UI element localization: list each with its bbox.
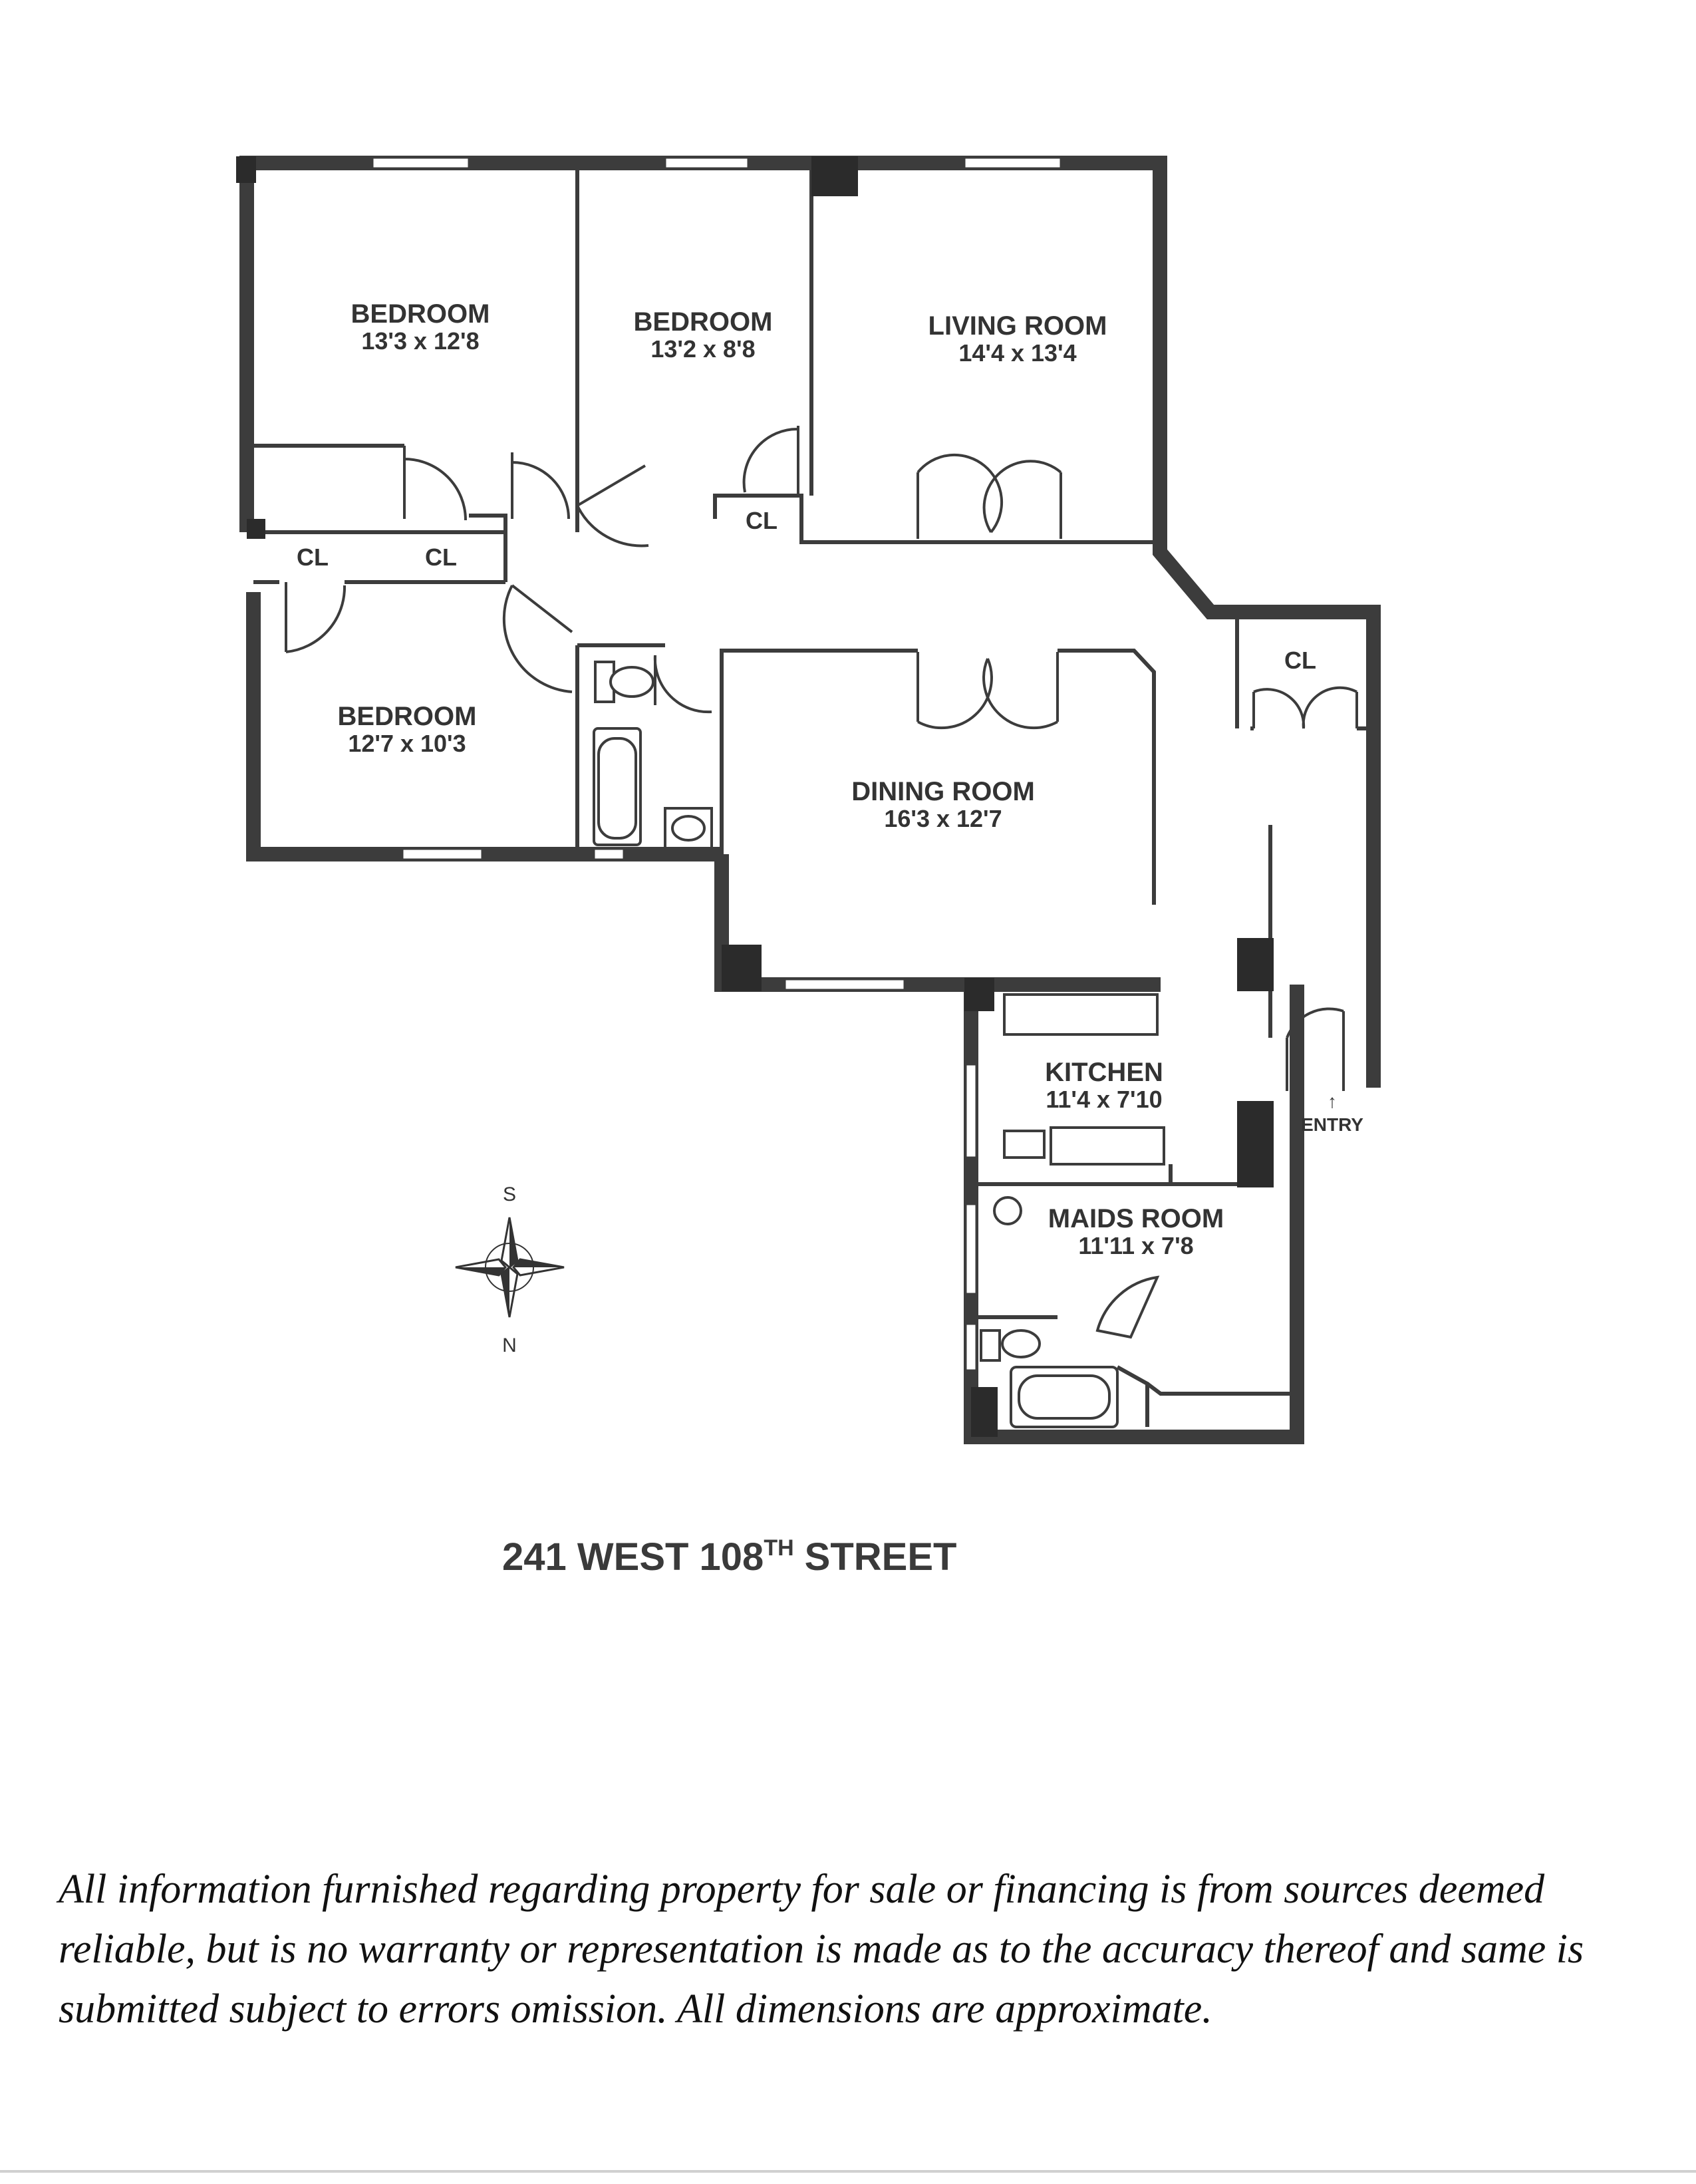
maids-toilet-icon — [980, 1329, 1001, 1362]
kitchen-counter — [1003, 993, 1159, 1036]
living-room-dims: 14'4 x 13'4 — [958, 339, 1076, 367]
address-number-street: 241 WEST 108 — [502, 1535, 764, 1579]
address-ordinal: TH — [764, 1535, 793, 1561]
bedroom-1-dims: 13'3 x 12'8 — [361, 327, 479, 355]
bottom-rule — [0, 2170, 1696, 2173]
bedroom-3-name: BEDROOM — [338, 702, 477, 731]
closet-label: CL — [297, 544, 329, 571]
closet-label: CL — [425, 544, 457, 571]
windows — [371, 156, 1062, 1372]
bedroom-2-dims: 13'2 x 8'8 — [650, 335, 755, 363]
maids-room-name: MAIDS ROOM — [1048, 1204, 1224, 1233]
fixtures — [593, 661, 1297, 1428]
maids-room-dims: 11'11 x 7'8 — [1078, 1232, 1193, 1259]
bedroom-1-name: BEDROOM — [351, 299, 490, 329]
bedroom-2-name: BEDROOM — [634, 307, 773, 337]
living-room-name: LIVING ROOM — [928, 311, 1107, 341]
doors — [285, 426, 1358, 1339]
closet-label: CL — [1284, 647, 1316, 674]
maids-sink-icon — [993, 1196, 1022, 1225]
closet-label: CL — [746, 507, 777, 534]
compass-bottom-letter: N — [502, 1334, 517, 1356]
compass-top-letter: S — [503, 1183, 516, 1205]
bedroom-3-dims: 12'7 x 10'3 — [348, 730, 466, 757]
piers — [236, 156, 1274, 1437]
dining-room-name: DINING ROOM — [851, 777, 1035, 806]
dining-room-dims: 16'3 x 12'7 — [884, 805, 1002, 832]
partitions — [247, 170, 1370, 1319]
address: 241 WEST 108TH STREET — [502, 1535, 956, 1579]
address-suffix: STREET — [805, 1535, 957, 1579]
kitchen-sink-icon — [1003, 1130, 1046, 1159]
kitchen-name: KITCHEN — [1045, 1058, 1163, 1087]
entry-label: ENTRY — [1301, 1114, 1363, 1135]
disclaimer-text: All information furnished regarding prop… — [59, 1867, 1584, 2032]
compass-icon: S N — [455, 1183, 565, 1356]
room-labels: BEDROOM 13'3 x 12'8 BEDROOM 13'2 x 8'8 L… — [297, 299, 1363, 1259]
kitchen-dims: 11'4 x 7'10 — [1046, 1086, 1162, 1113]
entry-arrow-icon: ↑ — [1328, 1091, 1337, 1112]
